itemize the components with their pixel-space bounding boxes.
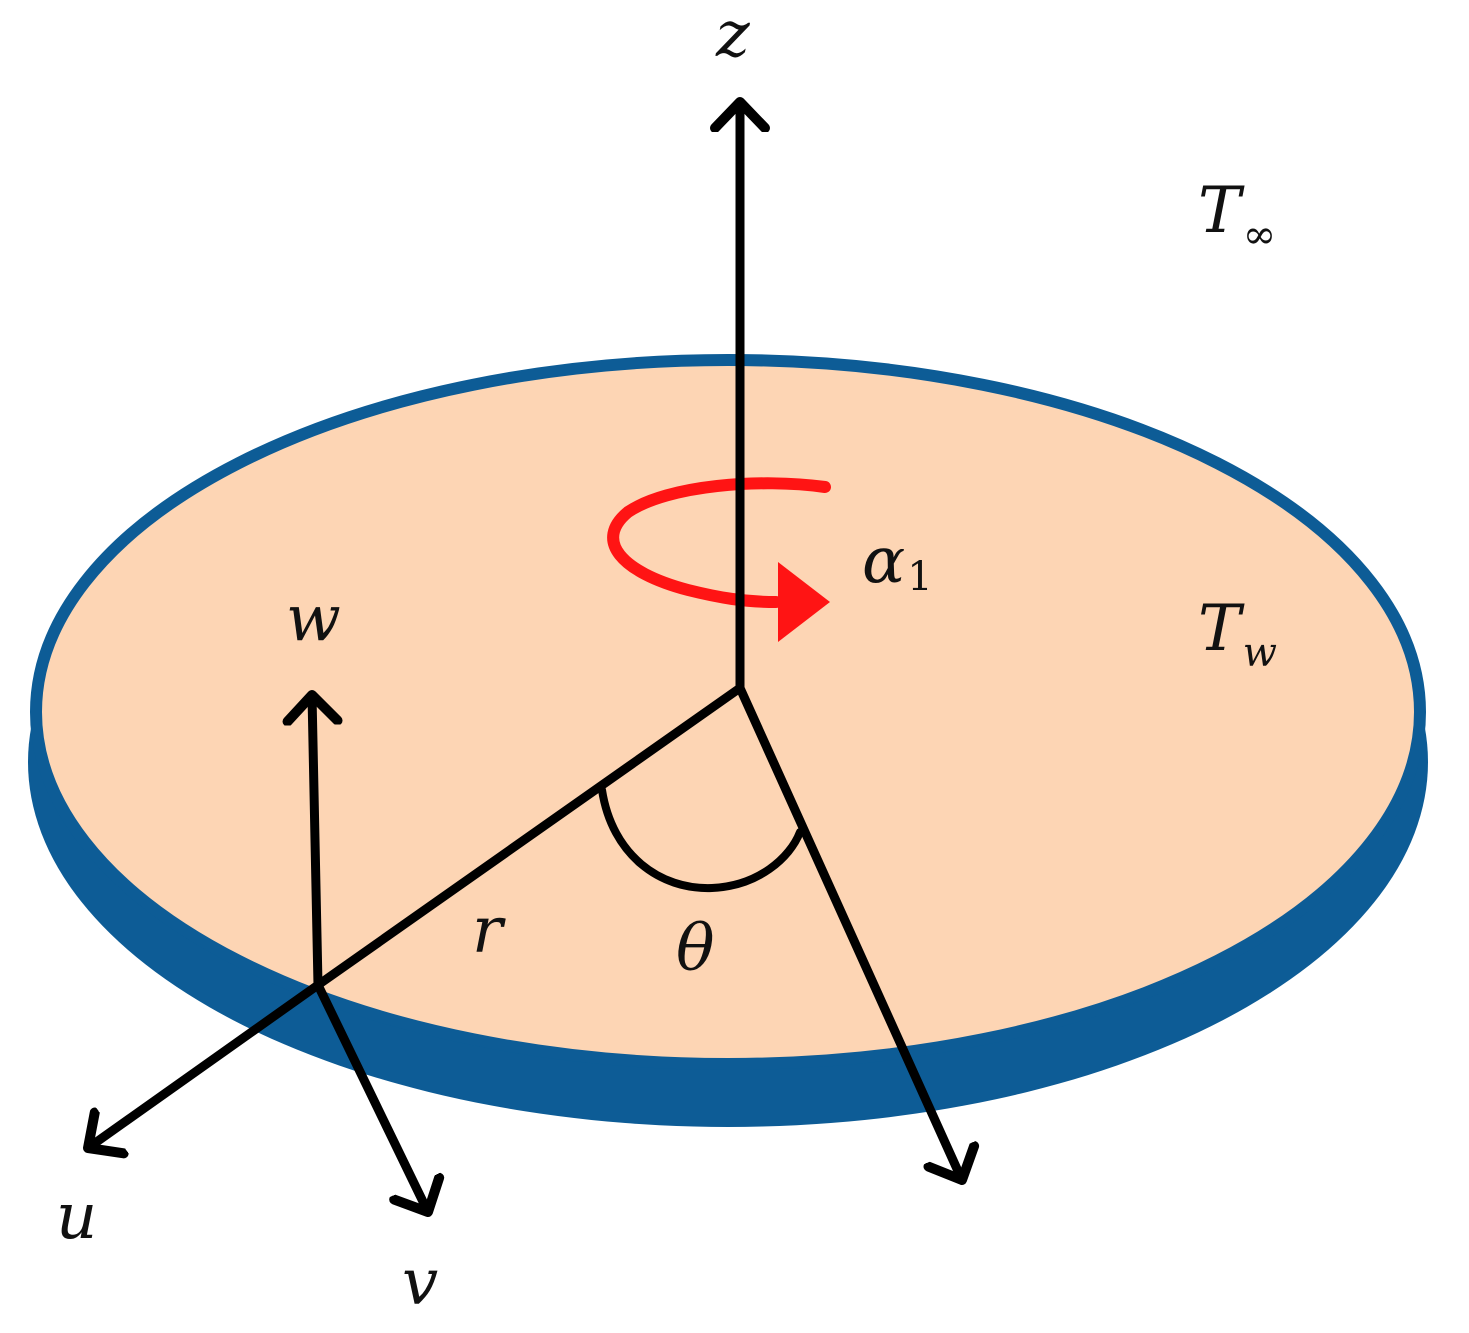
rotation-arrow-head [778, 562, 830, 642]
r-label: r [472, 894, 506, 968]
disk-face [30, 354, 1426, 1070]
v-axis-label: v [402, 1246, 438, 1320]
alpha-1-label: α1 [862, 524, 933, 600]
theta-label: θ [676, 912, 715, 986]
v-axis-arrow [313, 980, 428, 1212]
w-axis-label: w [286, 582, 341, 656]
u-axis-label: u [56, 1180, 97, 1254]
t-wall-label: Tw [1198, 592, 1277, 676]
z-axis-label: z [715, 0, 751, 72]
w-axis-arrow [312, 695, 318, 990]
radius-line [313, 683, 745, 990]
theta-angle-arc [598, 786, 804, 893]
reference-arrow [735, 683, 962, 1180]
t-infinity-label: T∞ [1198, 174, 1276, 258]
rotation-arrow-curve [607, 477, 831, 608]
u-axis-arrow [88, 980, 323, 1148]
